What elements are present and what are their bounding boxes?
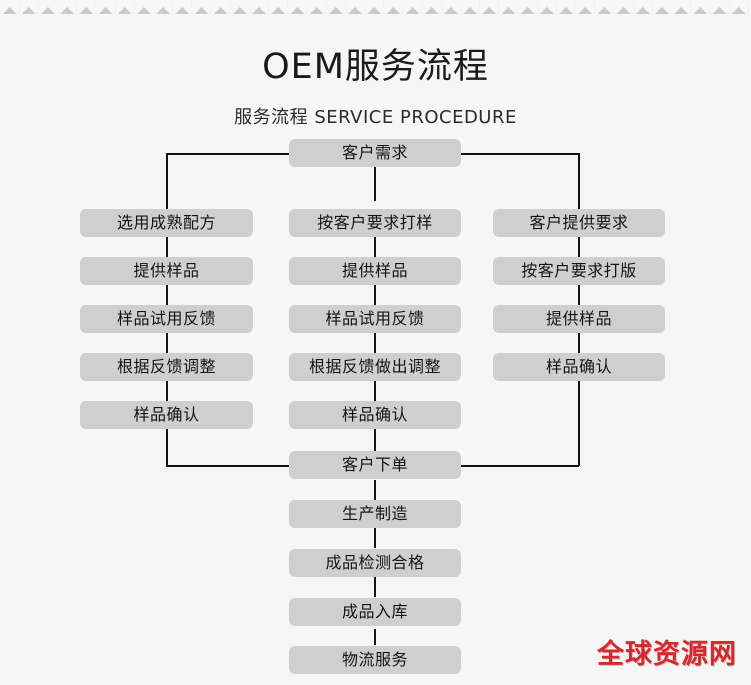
flow-node-left-4[interactable]: 根据反馈调整 <box>80 353 253 381</box>
flow-node-right-4[interactable]: 样品确认 <box>493 353 665 381</box>
flow-node-tail-3[interactable]: 成品入库 <box>289 598 461 626</box>
flow-node-middle-4[interactable]: 根据反馈做出调整 <box>289 353 461 381</box>
flow-node-middle-2[interactable]: 提供样品 <box>289 257 461 285</box>
page-title: OEM服务流程 <box>262 47 489 87</box>
flow-node-tail-2[interactable]: 成品检测合格 <box>289 549 461 577</box>
flow-node-start[interactable]: 客户需求 <box>289 139 461 167</box>
connector-tail-3 <box>374 577 376 597</box>
watermark-label: 全球资源网 <box>597 639 737 670</box>
connector-tail-1 <box>374 480 376 500</box>
connector-mid-4 <box>374 381 376 401</box>
connector-mid-3 <box>374 333 376 353</box>
connector-mid-0 <box>374 167 376 201</box>
flow-node-right-1[interactable]: 客户提供要求 <box>493 209 665 237</box>
zigzag-border-decoration <box>0 0 751 14</box>
flow-node-left-5[interactable]: 样品确认 <box>80 401 253 429</box>
connector-start-left-stub <box>166 153 290 155</box>
flow-node-tail-1[interactable]: 生产制造 <box>289 500 461 528</box>
connector-lcol-1 <box>166 237 168 257</box>
flow-node-left-2[interactable]: 提供样品 <box>80 257 253 285</box>
flow-node-right-2[interactable]: 按客户要求打版 <box>493 257 665 285</box>
connector-rcol-1 <box>578 237 580 257</box>
flow-node-middle-3[interactable]: 样品试用反馈 <box>289 305 461 333</box>
connector-lcol-4 <box>166 381 168 401</box>
connector-rcol-3 <box>578 333 580 353</box>
page-subtitle: 服务流程 SERVICE PROCEDURE <box>234 107 517 128</box>
flow-node-tail-4[interactable]: 物流服务 <box>289 646 461 674</box>
flow-node-left-1[interactable]: 选用成熟配方 <box>80 209 253 237</box>
flow-node-middle-5[interactable]: 样品确认 <box>289 401 461 429</box>
connector-lcol-2 <box>166 285 168 305</box>
connector-mid-1 <box>374 237 376 257</box>
connector-right-merge <box>460 465 579 467</box>
connector-tail-4 <box>374 629 376 645</box>
connector-lcol-3 <box>166 333 168 353</box>
connector-start-right-stub <box>460 153 579 155</box>
flow-node-merge[interactable]: 客户下单 <box>289 451 461 479</box>
connector-mid-5 <box>374 429 376 452</box>
connector-left-merge <box>166 465 290 467</box>
connector-tail-2 <box>374 528 376 548</box>
flow-node-left-3[interactable]: 样品试用反馈 <box>80 305 253 333</box>
flow-node-middle-1[interactable]: 按客户要求打样 <box>289 209 461 237</box>
connector-rcol-2 <box>578 285 580 305</box>
zigzag-mask <box>0 14 751 20</box>
flow-node-right-3[interactable]: 提供样品 <box>493 305 665 333</box>
connector-mid-2 <box>374 285 376 305</box>
